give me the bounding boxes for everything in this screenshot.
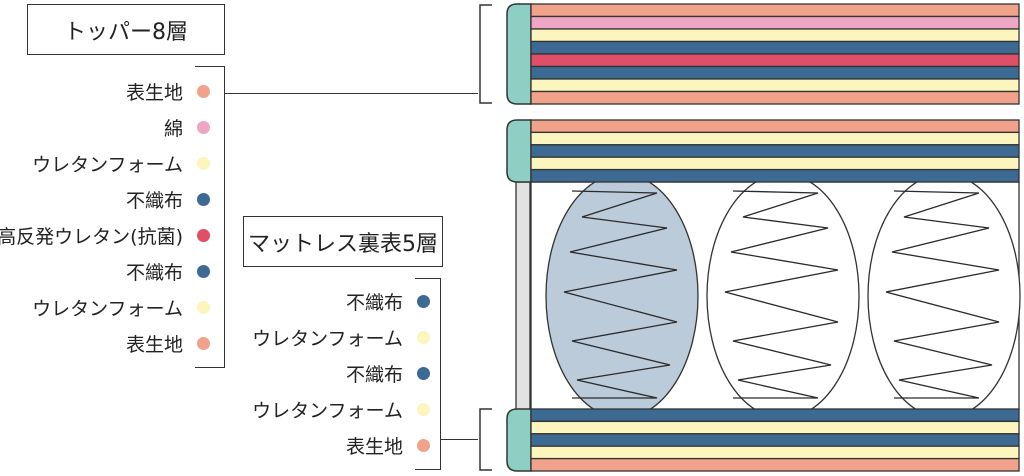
color-dot-icon	[197, 157, 210, 170]
color-dot-icon	[417, 403, 430, 416]
topper-layer	[530, 3, 1020, 18]
legend-item: 不織布	[346, 288, 430, 315]
legend-item: 高反発ウレタン(抗菌)	[0, 222, 210, 249]
legend-item: ウレタンフォーム	[32, 294, 210, 321]
color-dot-icon	[197, 265, 210, 278]
pocket-spring-icon	[706, 173, 860, 419]
mattress-top-layer	[530, 131, 1020, 146]
color-dot-icon	[197, 193, 210, 206]
color-dot-icon	[417, 295, 430, 308]
pocket-spring-icon	[545, 173, 699, 419]
topper-layer	[530, 53, 1020, 68]
legend-item: 表生地	[126, 330, 210, 357]
topper-layer	[530, 78, 1020, 93]
mattress-connector-line	[441, 439, 478, 440]
legend-label: ウレタンフォーム	[252, 400, 403, 422]
topper-layer	[530, 28, 1020, 43]
mattress-top-layer	[530, 168, 1020, 183]
mattress-top-layer	[530, 144, 1020, 158]
legend-item: 綿	[164, 114, 210, 141]
mattress-bottom-layer	[530, 457, 1020, 472]
topper-diagram-bracket	[479, 4, 492, 104]
mattress-bottom-layer	[530, 433, 1020, 447]
coil-spring-icon	[724, 190, 839, 399]
color-dot-icon	[197, 85, 210, 98]
legend-label: 高反発ウレタン(抗菌)	[0, 226, 183, 248]
legend-label: 不織布	[345, 364, 403, 386]
mattress-bottom-layer	[530, 445, 1020, 460]
topper-connector-line	[225, 93, 478, 94]
topper-layer	[530, 40, 1020, 55]
topper-title: トッパー8層	[64, 19, 188, 45]
color-dot-icon	[197, 121, 210, 134]
mattress-title: マットレス裏表5層	[248, 231, 438, 257]
mattress-bottom-edge-cap	[506, 408, 532, 472]
mattress-legend: 不織布 ウレタンフォーム 不織布 ウレタンフォーム 表生地	[230, 282, 430, 472]
mattress-legend-bracket	[415, 278, 441, 470]
legend-item: 表生地	[346, 432, 430, 459]
legend-item: ウレタンフォーム	[32, 150, 210, 177]
topper-layer	[530, 90, 1020, 105]
mattress-top-edge-cap	[506, 119, 532, 183]
color-dot-icon	[417, 331, 430, 344]
mattress-bottom-layer	[530, 408, 1020, 423]
legend-label: 不織布	[125, 190, 183, 212]
legend-item: ウレタンフォーム	[252, 324, 430, 351]
coil-spring-icon	[563, 190, 678, 399]
legend-item: 不織布	[346, 360, 430, 387]
color-dot-icon	[197, 229, 210, 242]
mattress-side-wall	[515, 181, 531, 411]
topper-title-box: トッパー8層	[27, 4, 225, 55]
pocket-spring-icon	[867, 173, 1021, 419]
legend-label: 不織布	[125, 262, 183, 284]
legend-item: 不織布	[126, 186, 210, 213]
topper-edge-cap	[506, 3, 532, 105]
color-dot-icon	[417, 439, 430, 452]
color-dot-icon	[197, 301, 210, 314]
mattress-bottom-layer	[530, 420, 1020, 435]
legend-label: 綿	[163, 118, 183, 140]
color-dot-icon	[417, 367, 430, 380]
topper-layer	[530, 15, 1020, 30]
mattress-title-box: マットレス裏表5層	[243, 216, 443, 267]
legend-label: ウレタンフォーム	[32, 298, 183, 320]
legend-item: 不織布	[126, 258, 210, 285]
mattress-top-layer	[530, 156, 1020, 171]
topper-legend: 表生地 綿 ウレタンフォーム 不織布 高反発ウレタン(抗菌) 不織布 ウレタンフ…	[0, 70, 210, 370]
legend-label: ウレタンフォーム	[252, 328, 403, 350]
coil-spring-icon	[885, 190, 1000, 399]
legend-label: 表生地	[345, 436, 403, 458]
legend-item: 表生地	[126, 78, 210, 105]
topper-legend-bracket	[195, 66, 225, 368]
legend-label: ウレタンフォーム	[32, 154, 183, 176]
legend-label: 表生地	[125, 82, 183, 104]
legend-item: ウレタンフォーム	[252, 396, 430, 423]
mattress-diagram-bracket	[479, 408, 492, 471]
mattress-top-layer	[530, 119, 1020, 134]
legend-label: 不織布	[345, 292, 403, 314]
legend-label: 表生地	[125, 334, 183, 356]
color-dot-icon	[197, 337, 210, 350]
topper-layer	[530, 65, 1020, 80]
